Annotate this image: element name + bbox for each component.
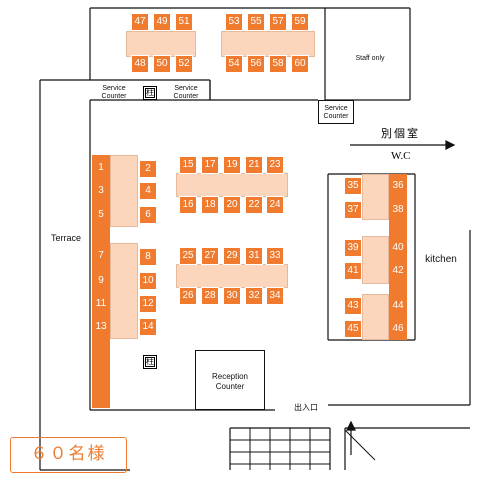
seat[interactable]: 4 — [139, 182, 157, 200]
seat[interactable]: 39 — [344, 239, 362, 257]
seat[interactable]: 50 — [153, 55, 171, 73]
bench-seat[interactable]: 44 — [392, 300, 404, 311]
staff-only-label: Staff only — [355, 55, 385, 62]
seat[interactable]: 14 — [139, 318, 157, 336]
seat[interactable]: 51 — [175, 13, 193, 31]
bench-seat[interactable]: 42 — [392, 265, 404, 276]
table-center-bottom — [176, 264, 288, 288]
service-counter-box — [318, 100, 354, 124]
seat[interactable]: 25 — [179, 247, 197, 265]
seat[interactable]: 35 — [344, 177, 362, 195]
bench-seat[interactable]: 3 — [98, 185, 104, 196]
seat[interactable]: 54 — [225, 55, 243, 73]
seat[interactable]: 16 — [179, 196, 197, 214]
kitchen-label: kitchen — [425, 254, 457, 265]
wc-label: W.C — [391, 150, 411, 162]
seat[interactable]: 6 — [139, 206, 157, 224]
bench-seat[interactable]: 7 — [98, 250, 104, 261]
bench-terrace — [92, 155, 110, 408]
seat[interactable]: 48 — [131, 55, 149, 73]
seat[interactable]: 52 — [175, 55, 193, 73]
seat[interactable]: 10 — [139, 272, 157, 290]
entrance-label: 出入口 — [294, 403, 318, 412]
seat[interactable]: 43 — [344, 297, 362, 315]
seat[interactable]: 28 — [201, 287, 219, 305]
table-center-top — [176, 173, 288, 197]
seat[interactable]: 29 — [223, 247, 241, 265]
seat[interactable]: 31 — [245, 247, 263, 265]
seat[interactable]: 53 — [225, 13, 243, 31]
seat[interactable]: 21 — [245, 156, 263, 174]
bench-seat[interactable]: 11 — [95, 298, 107, 309]
bench-seat[interactable]: 38 — [392, 204, 404, 215]
table-right-3 — [362, 294, 389, 340]
bench-seat[interactable]: 46 — [392, 323, 404, 334]
seat[interactable]: 2 — [139, 160, 157, 178]
seat[interactable]: 60 — [291, 55, 309, 73]
bench-seat[interactable]: 40 — [392, 242, 404, 253]
seat[interactable]: 34 — [266, 287, 284, 305]
seat[interactable]: 47 — [131, 13, 149, 31]
bench-seat[interactable]: 9 — [98, 275, 104, 286]
seat[interactable]: 33 — [266, 247, 284, 265]
seat[interactable]: 22 — [245, 196, 263, 214]
seat[interactable]: 57 — [269, 13, 287, 31]
seat[interactable]: 18 — [201, 196, 219, 214]
seat[interactable]: 32 — [245, 287, 263, 305]
bench-seat[interactable]: 13 — [95, 321, 107, 332]
seat[interactable]: 58 — [269, 55, 287, 73]
capacity-badge: ６０名様 — [10, 437, 127, 473]
seat[interactable]: 8 — [139, 248, 157, 266]
pillar-top: 柱 — [143, 86, 157, 100]
reception-label: Reception Counter — [211, 372, 249, 391]
seat[interactable]: 27 — [201, 247, 219, 265]
seat[interactable]: 59 — [291, 13, 309, 31]
private-room-label: 別個室 — [381, 127, 420, 140]
seat[interactable]: 19 — [223, 156, 241, 174]
service-counter-left: Service Counter — [101, 85, 127, 100]
seat[interactable]: 17 — [201, 156, 219, 174]
seat[interactable]: 12 — [139, 295, 157, 313]
service-counter-right: Service Counter — [173, 85, 199, 100]
seat[interactable]: 26 — [179, 287, 197, 305]
pillar-left: 柱 — [143, 355, 157, 369]
table-top-right — [221, 31, 315, 57]
seat[interactable]: 49 — [153, 13, 171, 31]
table-left-lower — [110, 243, 138, 339]
bench-seat[interactable]: 36 — [392, 180, 404, 191]
table-left-upper — [110, 155, 138, 227]
reception-counter — [195, 350, 265, 410]
seat[interactable]: 37 — [344, 201, 362, 219]
bench-seat[interactable]: 1 — [98, 162, 104, 173]
seat[interactable]: 55 — [247, 13, 265, 31]
table-right-2 — [362, 236, 389, 284]
seat[interactable]: 15 — [179, 156, 197, 174]
seat[interactable]: 30 — [223, 287, 241, 305]
seat[interactable]: 45 — [344, 320, 362, 338]
seat[interactable]: 23 — [266, 156, 284, 174]
seat[interactable]: 20 — [223, 196, 241, 214]
seat[interactable]: 56 — [247, 55, 265, 73]
terrace-label: Terrace — [50, 233, 81, 243]
bench-seat[interactable]: 5 — [98, 209, 104, 220]
table-top-left — [126, 31, 196, 57]
seat[interactable]: 24 — [266, 196, 284, 214]
table-right-1 — [362, 174, 389, 220]
service-counter-bottom: Service Counter — [323, 105, 349, 120]
bench-kitchen — [389, 174, 407, 340]
seat[interactable]: 41 — [344, 262, 362, 280]
